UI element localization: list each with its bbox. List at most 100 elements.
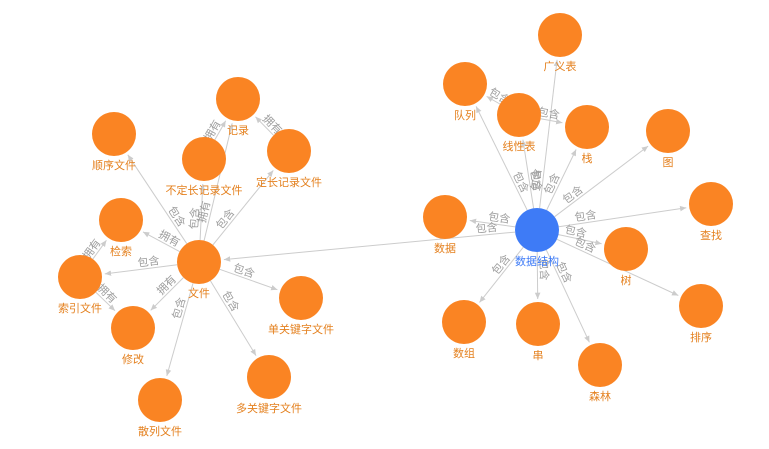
edge-wj-slw — [165, 283, 194, 377]
node-circle[interactable] — [565, 105, 609, 149]
edge-label: 包含 — [169, 296, 188, 321]
node-circle[interactable] — [578, 343, 622, 387]
node-circle[interactable] — [443, 62, 487, 106]
node-label: 树 — [621, 273, 632, 287]
edge-wj-dgjd — [209, 280, 257, 356]
node-circle[interactable] — [111, 306, 155, 350]
node-shu[interactable]: 树 — [604, 227, 648, 287]
node-label: 数据结构 — [515, 254, 559, 268]
node-dcj[interactable]: 定长记录文件 — [256, 129, 322, 189]
node-jl[interactable]: 记录 — [216, 77, 260, 137]
edge-label: 包含 — [560, 182, 586, 206]
node-circle[interactable] — [516, 302, 560, 346]
node-circle[interactable] — [423, 195, 467, 239]
node-px[interactable]: 排序 — [679, 284, 723, 344]
node-label: 线性表 — [503, 139, 536, 153]
edge-wj-jl — [203, 123, 234, 241]
edge-label: 包含 — [165, 203, 189, 229]
node-circle[interactable] — [182, 137, 226, 181]
edge-ds-tu — [554, 145, 649, 218]
node-circle[interactable] — [216, 77, 260, 121]
node-label: 不定长记录文件 — [166, 183, 243, 197]
edge-label: 包含 — [574, 207, 598, 224]
node-circle[interactable] — [497, 93, 541, 137]
node-zhan[interactable]: 栈 — [565, 105, 609, 165]
edge-label: 包含 — [528, 169, 545, 193]
node-label: 排序 — [690, 330, 712, 344]
edge-ds-shu — [558, 234, 602, 246]
node-wj[interactable]: 文件 — [177, 240, 221, 300]
node-label: 修改 — [122, 352, 144, 366]
edge-label: 包含 — [137, 253, 161, 270]
node-label: 索引文件 — [58, 301, 102, 315]
node-circle[interactable] — [58, 255, 102, 299]
node-dgj[interactable]: 单关键字文件 — [268, 276, 334, 336]
edge-label: 包含 — [475, 220, 498, 236]
node-cz[interactable]: 查找 — [689, 182, 733, 242]
node-sxwj[interactable]: 顺序文件 — [92, 112, 136, 172]
node-js[interactable]: 检索 — [99, 198, 143, 258]
node-circle[interactable] — [538, 13, 582, 57]
edge-wj-dcj — [212, 170, 274, 246]
node-label: 数据 — [434, 241, 456, 255]
node-circle[interactable] — [267, 129, 311, 173]
node-sz[interactable]: 数组 — [442, 300, 486, 360]
node-xg[interactable]: 修改 — [111, 306, 155, 366]
edge-label: 包含 — [488, 209, 512, 226]
node-bdc[interactable]: 不定长记录文件 — [166, 137, 243, 197]
node-circle[interactable] — [92, 112, 136, 156]
node-label: 查找 — [700, 228, 722, 242]
node-label: 单关键字文件 — [268, 322, 334, 336]
node-slw[interactable]: 散列文件 — [138, 378, 182, 438]
edge-dcj-jl — [255, 116, 274, 136]
edge-ds-gyb — [539, 59, 560, 209]
node-gyb[interactable]: 广义表 — [538, 13, 582, 73]
node-tu[interactable]: 图 — [646, 109, 690, 169]
node-label: 栈 — [582, 151, 593, 165]
node-chuan[interactable]: 串 — [516, 302, 560, 362]
edge-label: 包含 — [213, 206, 238, 232]
node-circle[interactable] — [177, 240, 221, 284]
node-sl[interactable]: 森林 — [578, 343, 622, 403]
node-dl[interactable]: 队列 — [443, 62, 487, 122]
node-circle[interactable] — [99, 198, 143, 242]
node-label: 队列 — [454, 108, 476, 122]
node-label: 串 — [533, 349, 544, 362]
edge-label: 包含 — [564, 222, 588, 240]
edge-label: 包含 — [488, 251, 513, 277]
edge-label: 拥有 — [154, 272, 179, 297]
edge-label: 包含 — [537, 258, 551, 280]
edge-label: 包含 — [528, 168, 544, 191]
node-label: 森林 — [589, 389, 611, 403]
edge-wj-xg — [150, 277, 184, 311]
node-label: 散列文件 — [138, 424, 182, 438]
node-sj[interactable]: 数据 — [423, 195, 467, 255]
node-circle[interactable] — [679, 284, 723, 328]
edges-layer — [92, 59, 687, 377]
node-circle[interactable] — [646, 109, 690, 153]
edge-wj-sxwj — [127, 154, 188, 244]
node-label: 顺序文件 — [92, 158, 136, 172]
edge-wj-syw — [104, 264, 178, 276]
node-dgjd[interactable]: 多关键字文件 — [236, 355, 302, 415]
node-label: 数组 — [453, 346, 475, 360]
edge-label: 包含 — [231, 260, 256, 281]
node-circle[interactable] — [442, 300, 486, 344]
node-label: 文件 — [188, 286, 210, 300]
node-xxb[interactable]: 线性表 — [497, 93, 541, 153]
node-label: 广义表 — [544, 59, 577, 73]
node-circle[interactable] — [689, 182, 733, 226]
edge-syw-js — [92, 240, 107, 260]
edge-ds-wj — [223, 231, 516, 262]
node-circle[interactable] — [604, 227, 648, 271]
node-circle[interactable] — [279, 276, 323, 320]
node-syw[interactable]: 索引文件 — [58, 255, 102, 315]
node-circle[interactable] — [138, 378, 182, 422]
edge-ds-xxb — [521, 139, 535, 209]
edge-ds-chuan — [534, 251, 541, 300]
node-ds[interactable]: 数据结构 — [515, 208, 559, 268]
node-circle[interactable] — [247, 355, 291, 399]
hub-node-circle[interactable] — [515, 208, 559, 252]
edge-ds-sl — [545, 249, 590, 343]
edge-label: 包含 — [187, 207, 202, 230]
